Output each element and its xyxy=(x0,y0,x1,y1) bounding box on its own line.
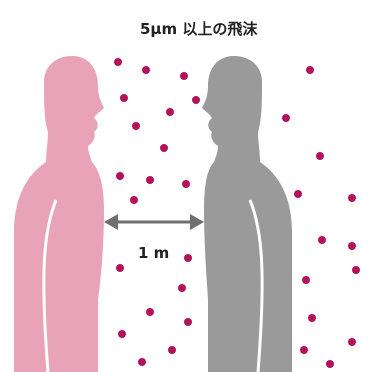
person-right-arm-line xyxy=(248,199,264,372)
droplet xyxy=(352,266,360,274)
droplet xyxy=(182,180,190,188)
droplet xyxy=(294,190,302,198)
distance-arrow-head-left xyxy=(104,214,118,230)
droplet xyxy=(308,314,316,322)
droplet xyxy=(120,94,128,102)
droplet xyxy=(302,276,310,284)
droplet xyxy=(192,96,200,104)
droplet xyxy=(142,66,150,74)
droplet xyxy=(306,66,314,74)
droplet xyxy=(130,196,138,204)
droplets xyxy=(114,58,360,368)
droplet xyxy=(116,264,124,272)
droplet xyxy=(118,330,126,338)
person-right-silhouette xyxy=(202,56,292,372)
droplet xyxy=(132,122,140,130)
distance-arrow-head-right xyxy=(190,214,204,230)
droplet xyxy=(178,284,186,292)
person-left xyxy=(14,56,104,372)
droplet xyxy=(166,108,174,116)
person-right xyxy=(202,56,292,372)
droplet xyxy=(326,360,334,368)
droplet-size-caption: 5μm 以上の飛沫 xyxy=(140,20,258,38)
droplet xyxy=(318,236,326,244)
person-left-silhouette xyxy=(14,56,104,372)
droplet xyxy=(348,242,356,250)
droplet xyxy=(116,172,124,180)
distance-label: 1 m xyxy=(138,244,170,262)
droplet xyxy=(146,308,154,316)
distance-arrow xyxy=(104,214,204,230)
droplet xyxy=(160,144,168,152)
droplet xyxy=(138,358,146,366)
droplet xyxy=(282,114,290,122)
droplet xyxy=(180,72,188,80)
droplet xyxy=(184,254,192,262)
droplet xyxy=(168,346,176,354)
droplet xyxy=(348,338,356,346)
person-left-arm-line xyxy=(42,199,58,372)
droplet xyxy=(184,318,192,326)
droplet xyxy=(316,152,324,160)
droplet xyxy=(300,346,308,354)
droplet xyxy=(114,58,122,66)
droplet xyxy=(146,176,154,184)
droplet xyxy=(348,194,356,202)
